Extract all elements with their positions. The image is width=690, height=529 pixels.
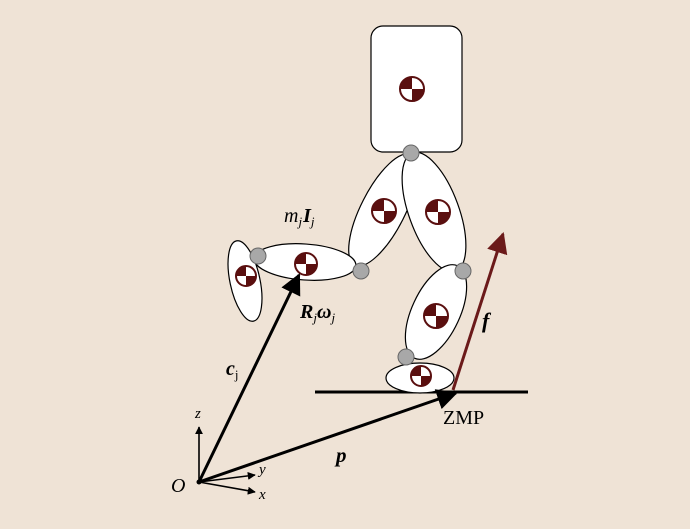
com-vector-label: cj	[226, 358, 239, 382]
origin-label: O	[171, 475, 185, 497]
axis-y-label: y	[257, 462, 266, 478]
com-vector-arrow	[197, 273, 301, 483]
center-of-mass-icon	[235, 265, 257, 287]
force-vector-label: f	[482, 308, 492, 333]
orientation-label: Rjωj	[299, 301, 335, 325]
mass-inertia-label: mjIj	[284, 205, 315, 229]
center-of-mass-icon	[425, 199, 451, 225]
coordinate-frame	[195, 426, 256, 495]
joint-hip	[402, 144, 420, 162]
position-vector-arrow	[198, 389, 458, 484]
position-vector-label: p	[334, 443, 347, 467]
joint-knee-left	[352, 262, 370, 280]
axis-z-label: z	[194, 406, 201, 422]
zmp-label: ZMP	[443, 407, 484, 429]
axis-x-label: x	[258, 487, 266, 503]
center-of-mass-icon	[423, 303, 449, 329]
center-of-mass-icon	[410, 365, 432, 387]
center-of-mass-icon	[399, 76, 425, 102]
force-vector-arrow	[451, 232, 508, 391]
joint-ankle-left	[249, 247, 267, 265]
center-of-mass-icon	[294, 252, 318, 276]
joint-knee-right	[454, 262, 472, 280]
center-of-mass-icon	[371, 198, 397, 224]
joint-ankle-right	[397, 348, 415, 366]
